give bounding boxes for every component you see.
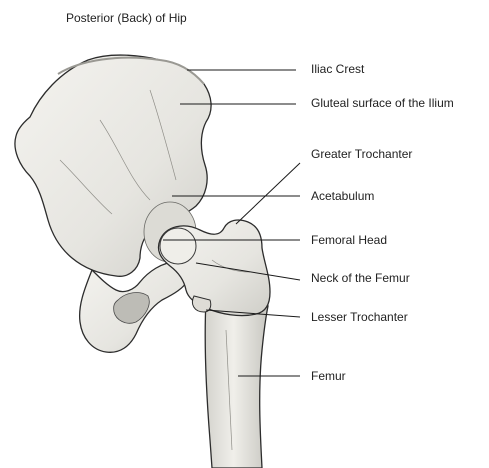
label-femur: Femur xyxy=(311,369,346,383)
label-femoral-head: Femoral Head xyxy=(311,233,387,247)
label-lesser-trochanter: Lesser Trochanter xyxy=(311,310,408,324)
label-neck-of-femur: Neck of the Femur xyxy=(311,271,410,285)
femur-shaft xyxy=(205,300,268,468)
label-acetabulum: Acetabulum xyxy=(311,189,374,203)
leader-greater-trochanter xyxy=(236,163,300,224)
label-greater-trochanter: Greater Trochanter xyxy=(311,147,412,161)
label-gluteal-surface: Gluteal surface of the Ilium xyxy=(311,96,454,110)
label-iliac-crest: Iliac Crest xyxy=(311,62,364,76)
femoral-head xyxy=(160,228,196,264)
diagram-title: Posterior (Back) of Hip xyxy=(66,11,187,25)
